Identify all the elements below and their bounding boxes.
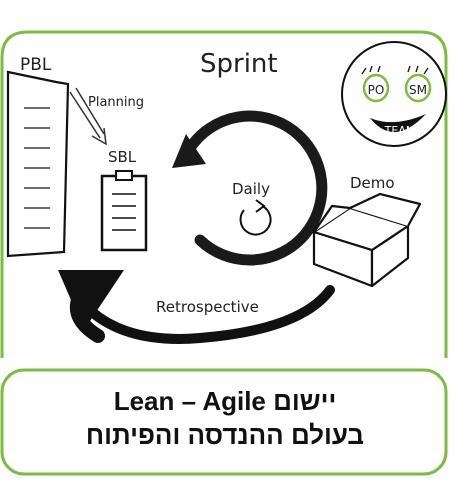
planning-arrow — [69, 87, 107, 146]
daily-label: Daily — [232, 180, 270, 198]
left-eye — [362, 73, 390, 103]
pbl-label: PBL — [20, 55, 52, 75]
top-panel-frame — [0, 30, 448, 358]
sprint-backlog-clipboard — [100, 170, 148, 252]
planning-label: Planning — [88, 95, 144, 110]
team-face — [341, 41, 447, 147]
retrospective-arrow — [58, 270, 335, 344]
right-eye — [404, 73, 432, 103]
caption: יישום Lean – Agile בעולם ההנדסה והפיתוח — [0, 368, 450, 478]
sbl-label: SBL — [108, 148, 137, 166]
caption-frame — [0, 368, 448, 476]
demo-box-icon — [312, 192, 422, 288]
demo-label: Demo — [350, 174, 395, 192]
daily-cycle-arrow — [239, 199, 272, 236]
caption-line-1: יישום Lean – Agile — [113, 386, 337, 416]
retrospective-label: Retrospective — [156, 298, 259, 316]
sprint-cycle-arrow — [172, 110, 328, 266]
face-left-eye-label: PO — [368, 83, 385, 97]
face-right-eye-label: SM — [409, 83, 427, 97]
product-backlog-scroll — [6, 70, 70, 258]
mouth — [370, 114, 426, 133]
sprint-label: Sprint — [200, 49, 278, 79]
face-mouth-label: TEAM — [384, 124, 416, 137]
caption-line-2: בעולם ההנדסה והפיתוח — [85, 420, 365, 450]
